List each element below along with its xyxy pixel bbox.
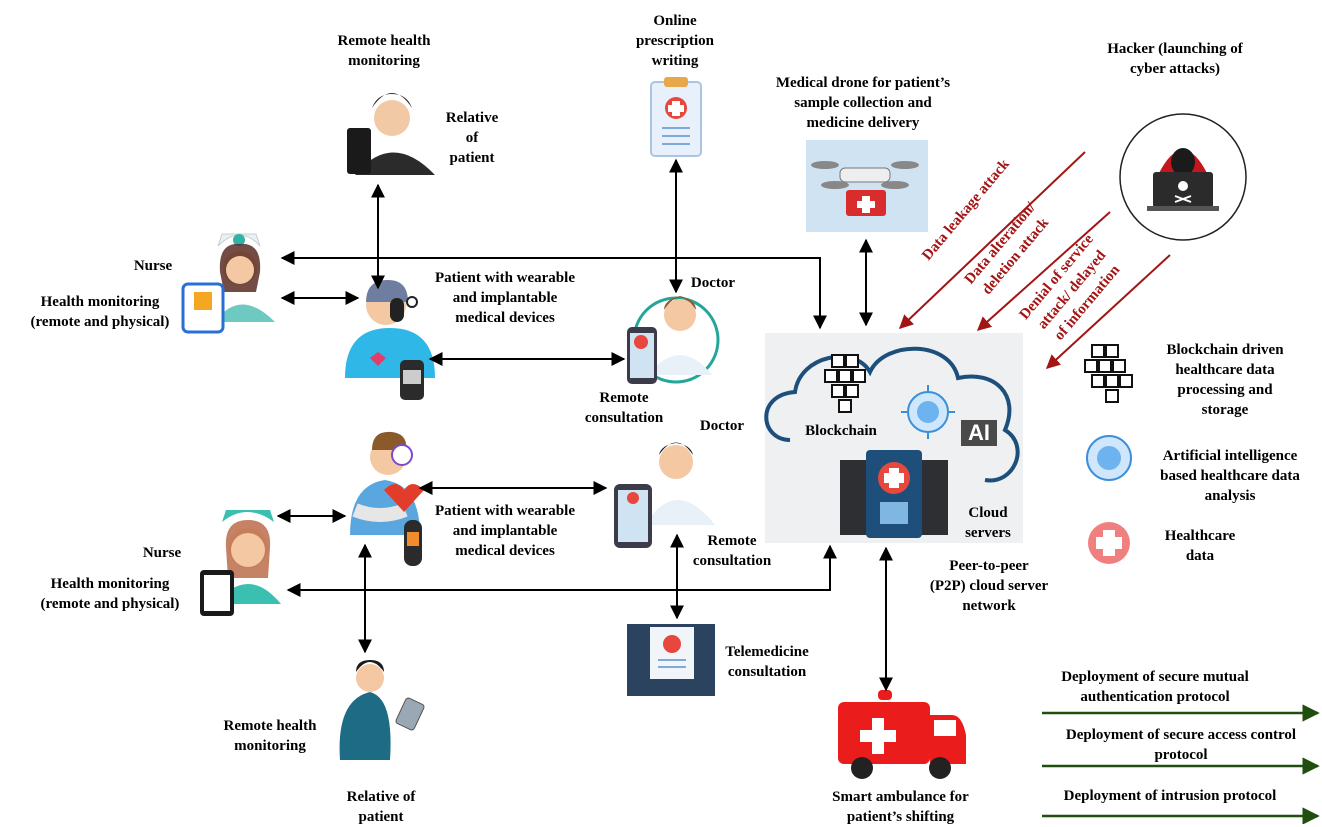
p2p-label: Peer-to-peer (P2P) cloud server network — [929, 558, 1049, 614]
relative-bottom-label: Relative of patient — [346, 789, 416, 825]
protocol-arrows — [1042, 704, 1320, 824]
cloud-blockchain-label: Blockchain — [805, 423, 877, 439]
medical-drone-icon — [806, 140, 928, 232]
legend-blockchain-label: Blockchain driven healthcare data proces… — [1166, 342, 1284, 418]
legend-ai-label: Artificial intelligence based healthcare… — [1160, 448, 1300, 504]
remote-monitoring-top-label: Remote health monitoring — [337, 33, 431, 69]
protocol-access-control-label: Deployment of secure access control prot… — [1065, 727, 1297, 763]
doctor-top-person-icon — [627, 296, 720, 384]
legend-ai-brain-icon — [1086, 435, 1132, 481]
doctor-top-label: Doctor — [690, 275, 736, 291]
nurse-bottom-label: Nurse — [142, 545, 182, 561]
prescription-clipboard-icon — [650, 77, 702, 157]
relative-top-person-icon — [347, 93, 435, 175]
connection-arrows — [276, 158, 893, 692]
cloud-outline-icon — [764, 346, 1020, 483]
nurse-bottom-person-icon — [200, 510, 281, 616]
patient-top-label: Patient with wearable and implantable me… — [435, 270, 575, 326]
protocol-mutual-auth-label: Deployment of secure mutual authenticati… — [1061, 669, 1249, 705]
cloud-servers-icon — [840, 450, 948, 538]
blockchain-icon — [824, 354, 866, 413]
remote-monitoring-bottom-label: Remote health monitoring — [223, 718, 317, 754]
health-monitoring-bottom-label: Health monitoring (remote and physical) — [40, 576, 180, 612]
doctor-bottom-person-icon — [614, 442, 715, 548]
nurse-top-person-icon — [215, 233, 275, 322]
drone-label: Medical drone for patient’s sample colle… — [775, 75, 951, 131]
doctor-bottom-label: Doctor — [699, 418, 745, 434]
telemedicine-label: Telemedicine consultation — [725, 644, 809, 680]
tablet-health-icon — [181, 282, 225, 334]
cloud-ai-badge: AI — [968, 420, 990, 445]
nurse-top-label: Nurse — [133, 258, 173, 274]
telemedicine-monitor-icon — [627, 624, 715, 696]
relative-top-label: Relative of patient — [445, 110, 499, 166]
attack-arrows — [898, 151, 1171, 369]
online-prescription-label: Online prescription writing — [635, 13, 715, 69]
hacker-icon — [1119, 113, 1247, 241]
hacker-label: Hacker (launching of cyber attacks) — [1107, 41, 1243, 77]
ai-badge-bg — [961, 420, 997, 446]
legend-healthcare-label: Healthcare data — [1164, 528, 1236, 564]
cloud-servers-label: Cloud servers — [965, 505, 1011, 541]
remote-consultation-bottom-label: Remote consultation — [692, 533, 772, 569]
legend-healthcare-icon — [1088, 522, 1130, 564]
patient-bottom-label: Patient with wearable and implantable me… — [435, 503, 575, 559]
legend-blockchain-icon — [1084, 344, 1133, 403]
health-monitoring-top-label: Health monitoring (remote and physical) — [30, 294, 170, 330]
ambulance-icon — [838, 690, 966, 779]
relative-bottom-person-icon — [339, 660, 425, 760]
ai-brain-icon — [901, 385, 955, 439]
remote-consultation-top-label: Remote consultation — [584, 390, 664, 426]
protocol-intrusion-label: Deployment of intrusion protocol — [1063, 788, 1277, 804]
ambulance-label: Smart ambulance for patient’s shifting — [832, 789, 969, 825]
